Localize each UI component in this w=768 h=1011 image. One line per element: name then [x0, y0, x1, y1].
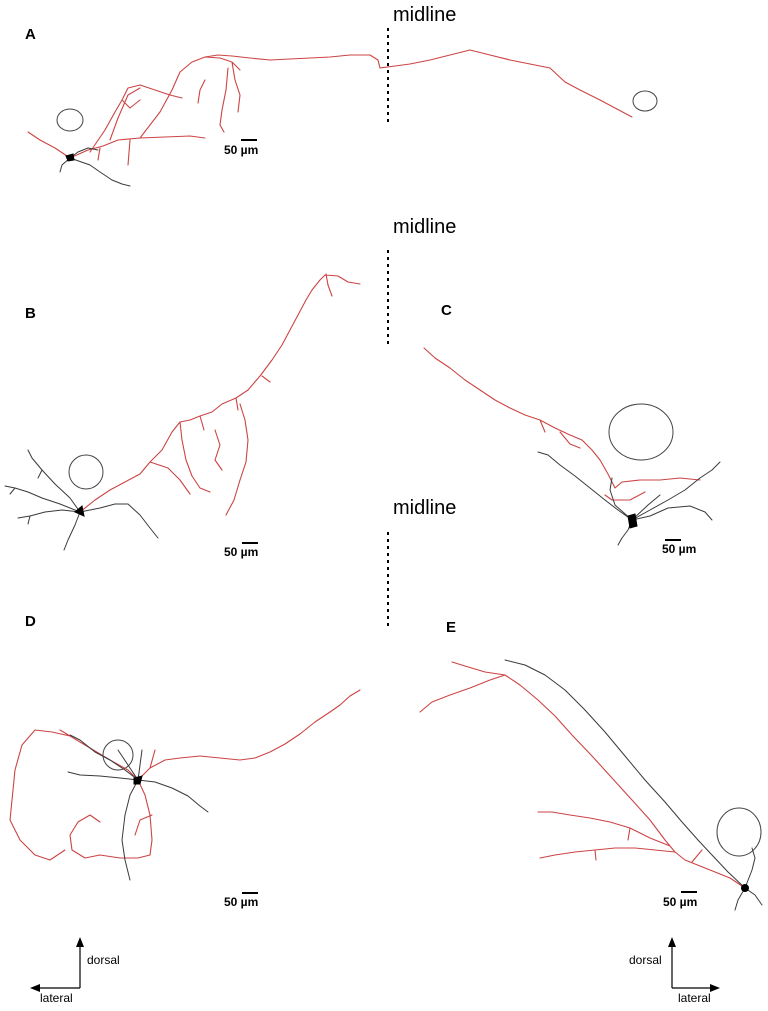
panel-a-axon: [27, 49, 633, 166]
panel-label-a: A: [25, 26, 36, 43]
orientation-arrows-left: [30, 937, 84, 992]
panel-a-contralateral-circle: [632, 90, 658, 112]
midline-label-3: midline: [393, 497, 457, 519]
panel-d-neuron: [9, 689, 361, 894]
panel-b-neuron: [4, 273, 361, 551]
left-lateral-label: lateral: [40, 991, 73, 1005]
midline-label-1: midline: [393, 4, 457, 26]
right-lateral-label: lateral: [678, 991, 711, 1005]
panel-e-soma: [741, 884, 749, 892]
panel-a-scale-label: 50 µm: [224, 143, 259, 157]
panel-d-axon: [9, 689, 361, 861]
panel-d-dendrites: [67, 734, 209, 881]
panel-c-neuron: [423, 347, 721, 546]
panel-c-soma: [627, 513, 638, 529]
panel-b-axon: [79, 273, 361, 516]
panel-label-d: D: [25, 613, 36, 630]
panel-a-dendrites: [59, 147, 131, 187]
midline-label-2: midline: [393, 216, 457, 238]
panel-c-nucleus-circle: [608, 403, 674, 461]
panel-label-b: B: [25, 305, 36, 322]
panel-e-nucleus-circle: [716, 807, 762, 857]
orientation-arrows-right: [668, 937, 720, 992]
panel-b-nucleus-circle: [68, 454, 104, 490]
panel-b-dendrites: [4, 449, 159, 551]
panel-c-axon: [423, 347, 701, 501]
panel-a-neuron: [27, 49, 658, 187]
panel-e-dendrites: [504, 659, 763, 911]
panel-a-soma: [65, 153, 75, 162]
panel-c-scale-label: 50 µm: [662, 542, 697, 556]
panel-d-soma: [133, 775, 143, 785]
left-dorsal-label: dorsal: [87, 953, 120, 967]
panel-b-scale-label: 50 µm: [224, 545, 259, 559]
panel-label-e: E: [446, 619, 457, 636]
panel-e-neuron: [419, 659, 763, 911]
panel-e-axon: [419, 661, 746, 889]
panel-e-scale-label: 50 µm: [663, 895, 698, 909]
panel-d-nucleus-circle: [102, 739, 134, 771]
panel-d-scale-label: 50 µm: [224, 895, 259, 909]
panel-a-nucleus-circle: [56, 108, 84, 132]
panel-b-soma: [74, 505, 85, 517]
panel-c-dendrites: [537, 451, 721, 546]
right-dorsal-label: dorsal: [629, 953, 662, 967]
panel-label-c: C: [441, 302, 452, 319]
